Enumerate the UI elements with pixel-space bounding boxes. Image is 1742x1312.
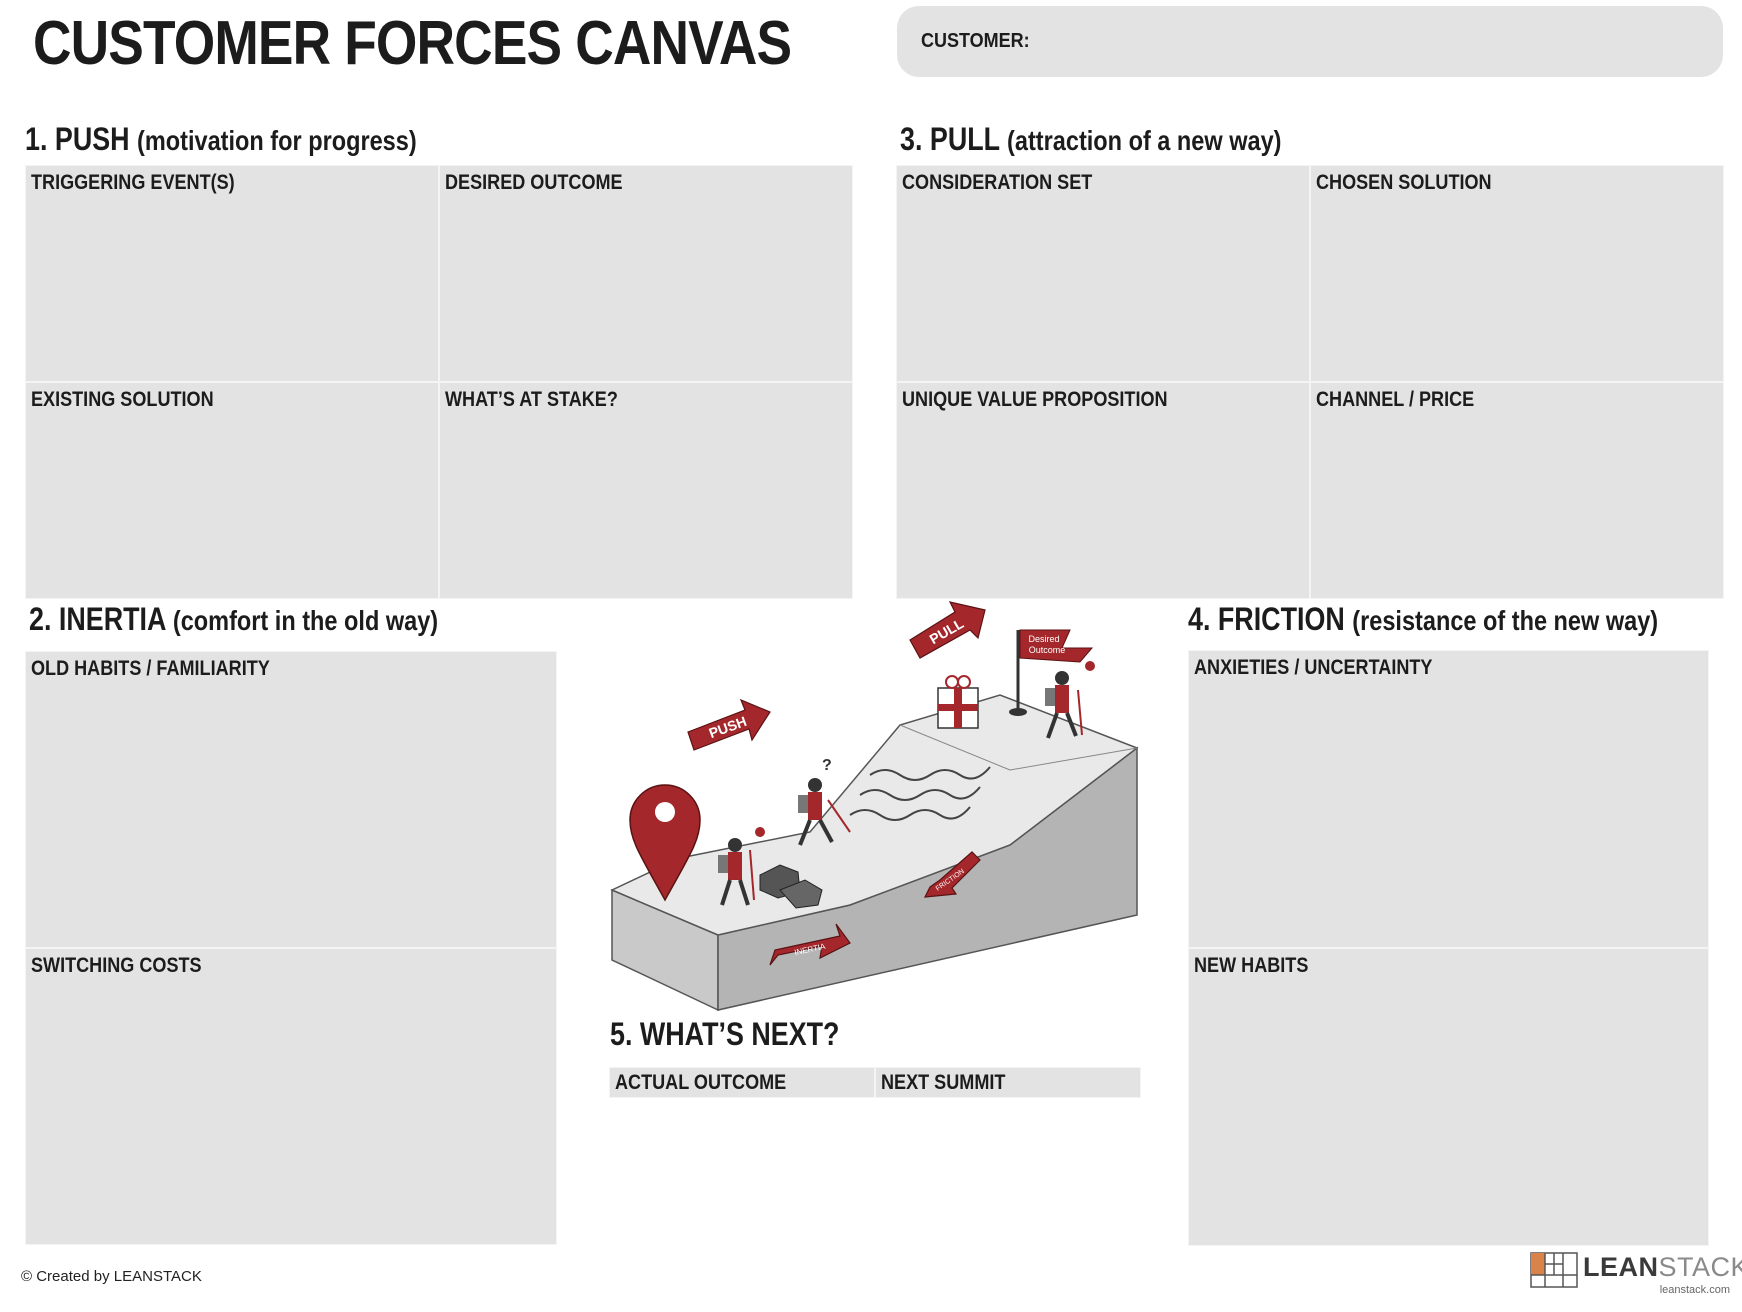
svg-text:?: ? bbox=[822, 757, 832, 774]
logo-wordmark: LEANSTACK bbox=[1583, 1252, 1742, 1282]
switching-costs-cell[interactable]: SWITCHING COSTS bbox=[25, 948, 557, 1245]
triggering-label-2: Event bbox=[653, 776, 679, 787]
channel-price-cell[interactable]: CHANNEL / PRICE bbox=[1310, 382, 1724, 599]
push-arrow-icon: PUSH bbox=[687, 698, 771, 751]
friction-subheading: (resistance of the new way) bbox=[1352, 605, 1659, 636]
cell-label: NEXT SUMMIT bbox=[881, 1071, 1006, 1094]
triggering-events-cell[interactable]: TRIGGERING EVENT(S) bbox=[25, 165, 439, 382]
cell-label: OLD HABITS / FAMILIARITY bbox=[31, 657, 270, 680]
inertia-subheading: (comfort in the old way) bbox=[172, 605, 439, 636]
customer-label: CUSTOMER: bbox=[921, 30, 1030, 52]
leanstack-logo-icon bbox=[1530, 1252, 1578, 1288]
logo-url: leanstack.com bbox=[1659, 1284, 1730, 1296]
cell-label: TRIGGERING EVENT(S) bbox=[31, 171, 235, 194]
gift-box-icon bbox=[937, 675, 979, 729]
cell-label: SWITCHING COSTS bbox=[31, 954, 202, 977]
friction-heading: 4. FRICTION (resistance of the new way) bbox=[1188, 601, 1659, 637]
push-subheading: (motivation for progress) bbox=[137, 125, 417, 156]
anxieties-cell[interactable]: ANXIETIES / UNCERTAINTY bbox=[1188, 650, 1709, 948]
desired-label-2: Outcome bbox=[1029, 645, 1066, 655]
cell-label: CHOSEN SOLUTION bbox=[1316, 171, 1492, 194]
cell-label: CHANNEL / PRICE bbox=[1316, 388, 1475, 411]
customer-journey-illustration: Triggering Event PUSH PULL INERTIA FRICT… bbox=[610, 601, 1139, 1012]
pull-heading: 3. PULL (attraction of a new way) bbox=[900, 121, 1282, 157]
desired-label: Desired bbox=[1028, 634, 1059, 644]
page-title: CUSTOMER FORCES CANVAS bbox=[33, 9, 792, 78]
footer-credit: © Created by LEANSTACK bbox=[21, 1268, 202, 1285]
inertia-heading: 2. INERTIA (comfort in the old way) bbox=[29, 601, 439, 637]
hiker-1-icon bbox=[718, 827, 765, 906]
whats-at-stake-cell[interactable]: WHAT’S AT STAKE? bbox=[439, 382, 853, 599]
next-summit-cell[interactable]: NEXT SUMMIT bbox=[875, 1067, 1141, 1098]
customer-field[interactable]: CUSTOMER: bbox=[897, 6, 1723, 77]
triggering-label: Triggering bbox=[644, 764, 689, 775]
pull-subheading: (attraction of a new way) bbox=[1007, 125, 1282, 156]
leanstack-logo[interactable]: LEANSTACK leanstack.com bbox=[1530, 1250, 1742, 1300]
actual-outcome-cell[interactable]: ACTUAL OUTCOME bbox=[609, 1067, 875, 1098]
cell-label: ANXIETIES / UNCERTAINTY bbox=[1194, 656, 1433, 679]
cell-label: WHAT’S AT STAKE? bbox=[445, 388, 618, 411]
pull-arrow-icon: PULL bbox=[909, 601, 986, 659]
hiker-3-icon bbox=[1045, 661, 1095, 739]
next-heading: 5. WHAT’S NEXT? bbox=[610, 1016, 840, 1052]
desired-outcome-cell[interactable]: DESIRED OUTCOME bbox=[439, 165, 853, 382]
push-heading: 1. PUSH (motivation for progress) bbox=[25, 121, 417, 157]
unique-value-proposition-cell[interactable]: UNIQUE VALUE PROPOSITION bbox=[896, 382, 1310, 599]
hiker-2-icon: ? bbox=[798, 757, 851, 846]
cell-label: EXISTING SOLUTION bbox=[31, 388, 214, 411]
cell-label: CONSIDERATION SET bbox=[902, 171, 1093, 194]
cell-label: UNIQUE VALUE PROPOSITION bbox=[902, 388, 1168, 411]
existing-solution-cell[interactable]: EXISTING SOLUTION bbox=[25, 382, 439, 599]
new-habits-cell[interactable]: NEW HABITS bbox=[1188, 948, 1709, 1246]
maze-path bbox=[849, 766, 991, 821]
cell-label: NEW HABITS bbox=[1194, 954, 1309, 977]
consideration-set-cell[interactable]: CONSIDERATION SET bbox=[896, 165, 1310, 382]
rocks-icon bbox=[759, 864, 823, 909]
map-pin-icon: Triggering Event bbox=[629, 764, 701, 902]
chosen-solution-cell[interactable]: CHOSEN SOLUTION bbox=[1310, 165, 1724, 382]
flag-icon: Desired Outcome bbox=[1009, 629, 1094, 716]
cell-label: DESIRED OUTCOME bbox=[445, 171, 623, 194]
old-habits-cell[interactable]: OLD HABITS / FAMILIARITY bbox=[25, 651, 557, 948]
cell-label: ACTUAL OUTCOME bbox=[615, 1071, 787, 1094]
